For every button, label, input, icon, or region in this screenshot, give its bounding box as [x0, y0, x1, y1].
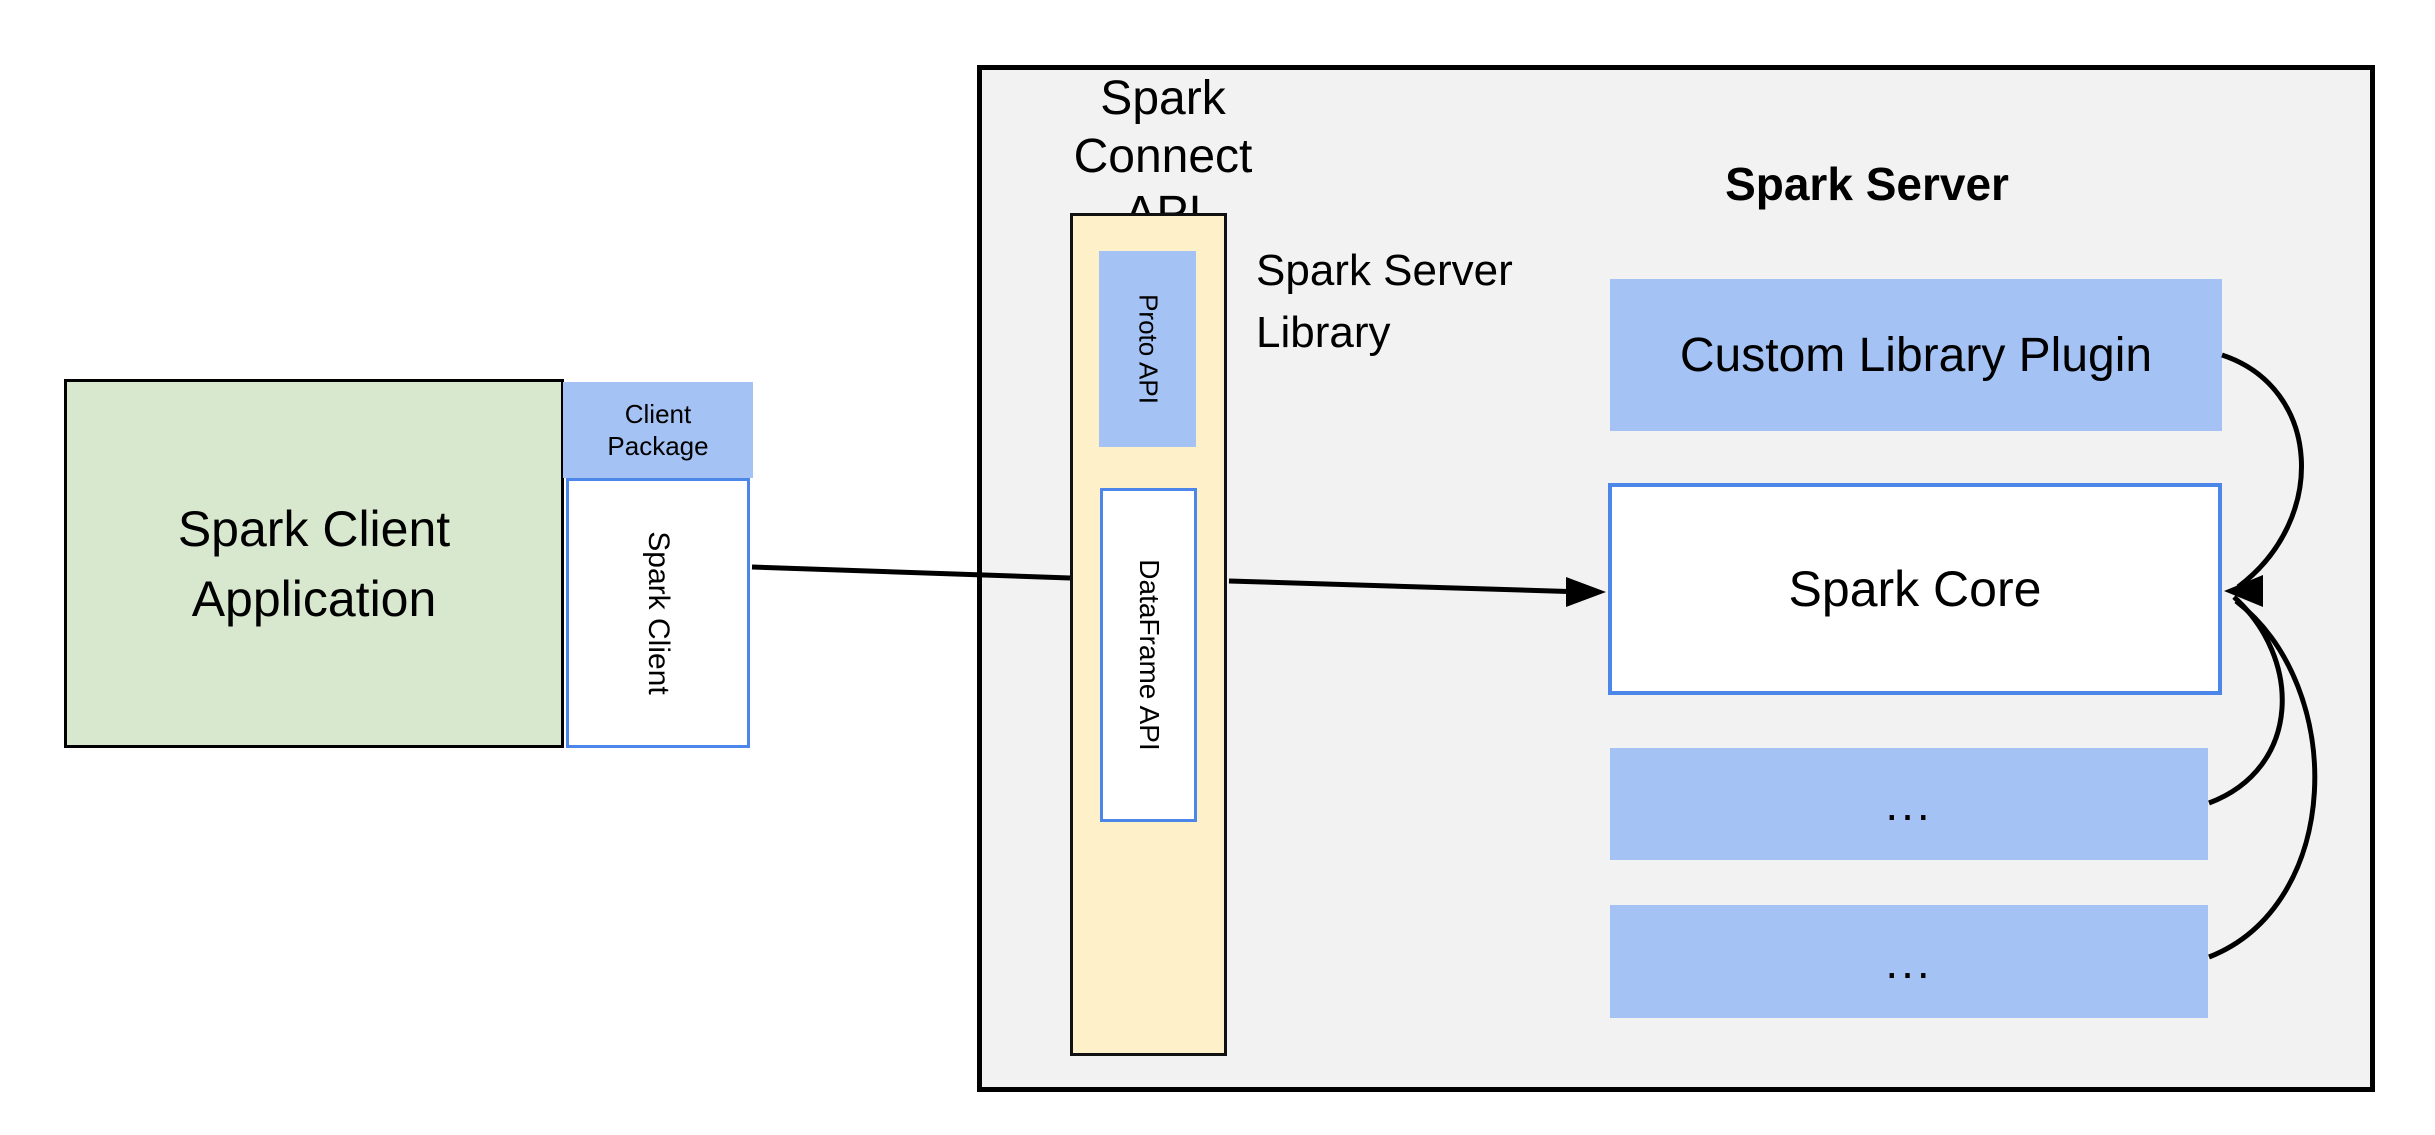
- ellipsis-label-1: ...: [1885, 778, 1933, 830]
- spark-client-application-box: Spark Client Application: [64, 379, 564, 748]
- ellipsis-box-2: ...: [1610, 905, 2208, 1018]
- spark-server-title: Spark Server: [1725, 158, 2009, 210]
- spark-client-application-label: Spark Client Application: [177, 500, 451, 627]
- custom-library-plugin-label: Custom Library Plugin: [1679, 328, 2153, 382]
- client-package-label: Client Package: [607, 398, 709, 462]
- spark-client-label: Spark Client: [642, 531, 675, 695]
- ellipsis-label-2: ...: [1885, 935, 1933, 988]
- custom-library-plugin-box: Custom Library Plugin: [1610, 279, 2222, 431]
- spark-server-library-label-line1: Spark Server: [1256, 246, 1513, 295]
- spark-server-library-label-line2: Library: [1256, 307, 1391, 357]
- spark-client-box: Spark Client: [566, 478, 750, 748]
- proto-api-label-wrap: Proto API: [1099, 251, 1196, 447]
- proto-api-box: Proto API: [1099, 251, 1196, 447]
- spark-core-label: Spark Core: [1788, 561, 2042, 617]
- spark-client-label-wrap: Spark Client: [569, 481, 747, 745]
- spark-server-library-label: Spark Server Library: [1256, 240, 1596, 363]
- dataframe-api-box: DataFrame API: [1100, 488, 1197, 822]
- ellipsis-box-1: ...: [1610, 748, 2208, 860]
- client-package-box: Client Package: [563, 382, 753, 478]
- dataframe-api-label: DataFrame API: [1133, 559, 1165, 751]
- dataframe-api-label-wrap: DataFrame API: [1103, 491, 1194, 819]
- spark-connect-api-title-line1: Spark Connect: [1073, 72, 1253, 183]
- proto-api-label: Proto API: [1133, 294, 1163, 404]
- spark-core-box: Spark Core: [1608, 483, 2222, 695]
